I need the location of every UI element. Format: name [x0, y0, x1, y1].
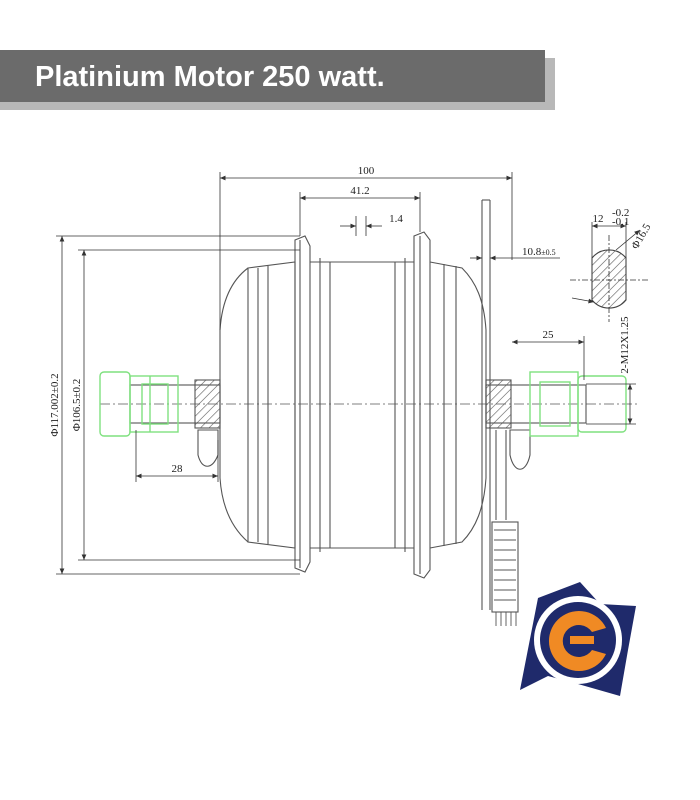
- dim-outer-diameter: Φ117.002±0.2: [49, 373, 61, 436]
- page-title: Platinium Motor 250 watt.: [35, 61, 385, 93]
- axle-nuts-highlight: [99, 371, 627, 437]
- dim-flat-tol-lower: -0.1: [612, 216, 629, 228]
- dim-flat-width: 12: [593, 213, 604, 225]
- dim-left-axle: 28: [172, 463, 184, 475]
- dim-flat-tol-upper: -0.2: [612, 207, 629, 219]
- axle-cross-section: [570, 222, 648, 322]
- dim-thread: 2-M12X1.25: [619, 316, 631, 374]
- dim-hub-width: 41.2: [350, 185, 369, 197]
- title-banner: [0, 50, 545, 102]
- dim-flange-offset: 10.8±0.5: [522, 246, 556, 258]
- dim-overall-width: 100: [358, 165, 375, 177]
- dim-inner-diameter: Φ106.5±0.2: [71, 379, 83, 432]
- compass-c-logo-icon: [520, 582, 636, 696]
- dim-axle-length: 25: [543, 329, 555, 341]
- dim-gap: 1.4: [389, 213, 403, 225]
